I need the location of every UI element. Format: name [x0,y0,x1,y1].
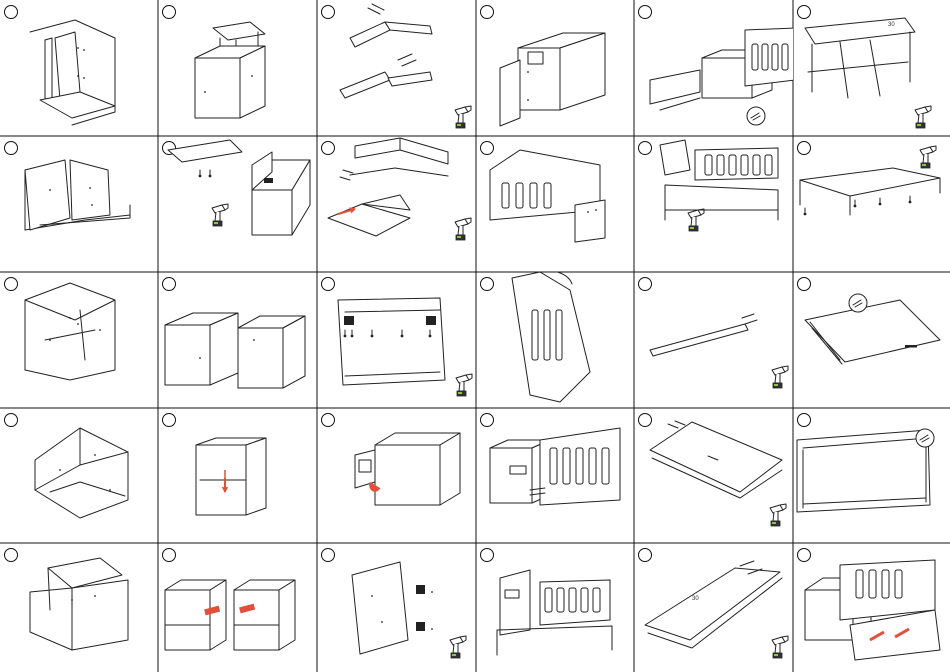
step-illustration-crib-front [476,543,634,672]
step-illustration-wide-tray [793,408,950,543]
step-illustration-frame-brackets [317,272,476,408]
step-illustration-box-with-top [158,0,317,136]
step-panel-r5c4 [476,543,634,672]
step-panel-r2c3 [317,136,476,272]
step-panel-r3c6 [793,272,950,408]
step-panel-r1c6: 30 [793,0,950,136]
step-illustration-crib-assembled [634,0,793,136]
step-panel-r5c1 [0,543,158,672]
step-panel-r1c1 [0,0,158,136]
step-panel-r5c6 [793,543,950,672]
step-panel-r4c6 [793,408,950,543]
drill-icon [455,106,471,128]
step-panel-r4c1 [0,408,158,543]
drill-icon [772,636,788,658]
step-panel-r2c2 [158,136,317,272]
step-illustration-long-drawer: 30 [634,543,793,672]
step-illustration-door-hinges [317,543,476,672]
drill-icon [915,106,931,128]
step-illustration-box-shelves [0,272,158,408]
step-panel-r4c4 [476,408,634,543]
step-illustration-frame-legs: 30 [793,0,950,136]
step-illustration-drawer-insert-red [317,408,476,543]
step-panel-r4c5 [634,408,793,543]
step-panel-r5c5: 30 [634,543,793,672]
step-panel-r2c1 [0,136,158,272]
step-illustration-two-boxes [158,272,317,408]
step-panel-r1c2 [158,0,317,136]
step-panel-r2c4 [476,136,634,272]
step-panel-r4c2 [158,408,317,543]
step-illustration-crib-tilted [476,272,634,408]
drill-icon [455,218,471,240]
step-illustration-rail-plank [634,272,793,408]
drill-icon [456,374,472,396]
step-panel-r2c6 [793,136,950,272]
step-illustration-open-box-shelf [0,136,158,272]
step-illustration-crib-with-cabinet [476,408,634,543]
step-panel-r3c4 [476,272,634,408]
step-panel-r4c3 [317,408,476,543]
step-illustration-drawer-tray [793,272,950,408]
drill-icon [212,204,228,226]
step-illustration-crib-side-panel [476,136,634,272]
step-panel-r3c5 [634,272,793,408]
step-panel-r3c2 [158,272,317,408]
step-illustration-long-tray [634,408,793,543]
step-illustration-box-top-hinges [158,136,317,272]
detail-magnifier-icon [916,429,934,447]
step-illustration-box-lid [0,543,158,672]
step-panel-r1c5 [634,0,793,136]
detail-magnifier-icon [849,294,867,312]
drill-icon [688,209,704,231]
step-illustration-cabinet-door-open [476,0,634,136]
step-illustration-crib-frame [634,136,793,272]
step-illustration-drawer-assembly [317,136,476,272]
dimension-label: 30 [888,22,895,28]
drill-icon [770,504,786,526]
step-panel-r1c3 [317,0,476,136]
step-illustration-crib-drawer-red [793,543,950,672]
step-illustration-base-frame [793,136,950,272]
drill-icon [920,146,936,168]
step-illustration-panels-frame [317,0,476,136]
step-illustration-two-cabinets-red [158,543,317,672]
drill-icon [450,636,466,658]
step-illustration-box-angled [0,408,158,543]
detail-magnifier-icon [747,107,765,125]
step-panel-r5c3 [317,543,476,672]
step-panel-r2c5 [634,136,793,272]
step-panel-r3c3 [317,272,476,408]
dimension-label: 30 [692,596,699,602]
step-panel-r5c2 [158,543,317,672]
drill-icon [772,366,788,388]
step-panel-r3c1 [0,272,158,408]
step-panel-r1c4 [476,0,634,136]
step-illustration-cabinet-shelf-red [158,408,317,543]
step-illustration-panels-open [0,0,158,136]
